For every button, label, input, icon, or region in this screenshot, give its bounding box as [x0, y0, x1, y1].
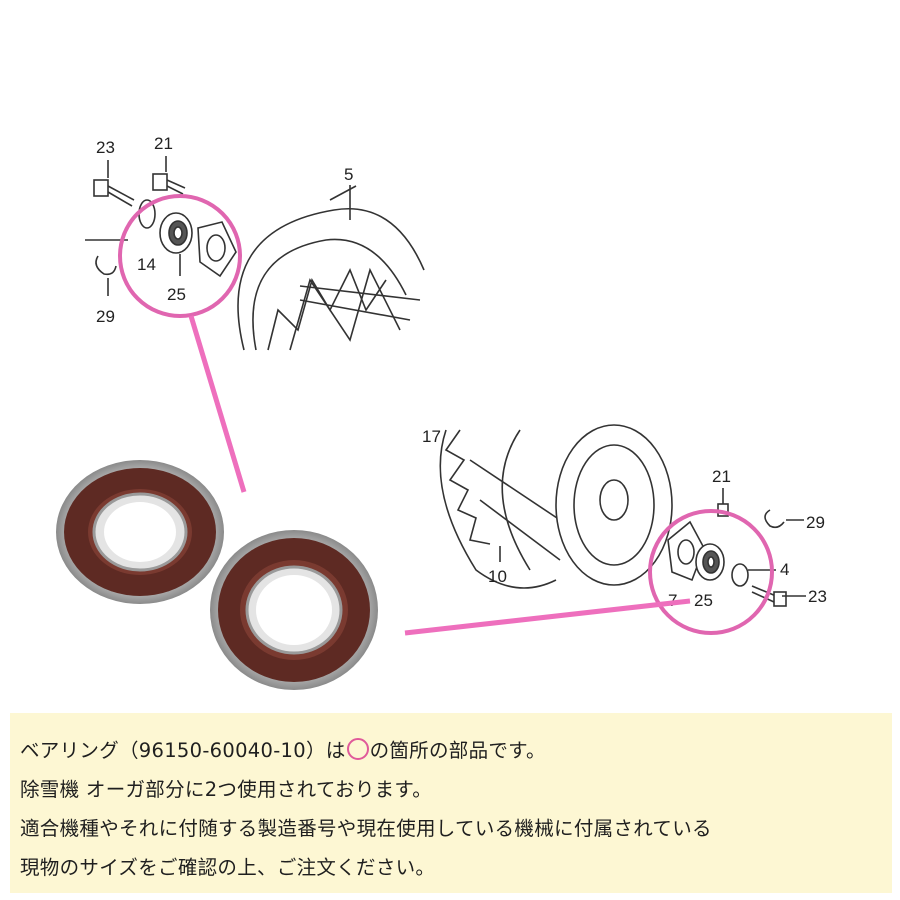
flange-plate-icon [197, 221, 237, 278]
top-diagram-labels: 23 21 5 14 25 29 [96, 134, 353, 326]
auger-10-icon [439, 424, 673, 589]
description-line-4: 現物のサイズをご確認の上、ご注文ください。 [20, 856, 436, 879]
label-21-right: 21 [712, 467, 731, 486]
label-23-top: 23 [96, 138, 115, 157]
clip-29-icon [95, 255, 117, 276]
description-line-3: 適合機種やそれに付随する製造番号や現在使用している機械に付属されている [20, 817, 712, 840]
label-29-right: 29 [806, 513, 825, 532]
label-4-right: 4 [780, 560, 789, 579]
description-line-2: 除雪機 オーガ部分に2つ使用されております。 [20, 778, 433, 801]
connector-line-top [188, 315, 247, 493]
circle-mark-icon [346, 738, 369, 760]
bolt-23-icon [93, 179, 135, 207]
label-29-top: 29 [96, 307, 115, 326]
flange-plate-right-icon [667, 520, 705, 582]
description-line-1: ベアリング（96150-60040-10）はの箇所の部品です。 [20, 731, 882, 770]
right-diagram-labels: 17 21 29 4 10 7 25 23 [422, 427, 827, 610]
label-10-right: 10 [488, 567, 507, 586]
highlight-circle-right [648, 509, 774, 635]
clip-29-right-icon [764, 509, 785, 529]
auger-5-icon [237, 185, 425, 351]
label-14-top: 14 [137, 255, 156, 274]
washer-4-icon [731, 563, 749, 587]
bearing-25-right-icon [695, 543, 725, 581]
bearing-photo-right [210, 530, 378, 690]
label-25-top: 25 [167, 285, 186, 304]
bearing-25-icon [159, 212, 193, 254]
label-17-right: 17 [422, 427, 441, 446]
bolt-21-icon [152, 173, 186, 195]
description-line-1-start: ベアリング（96150-60040-10）は [20, 739, 346, 762]
label-21-top: 21 [154, 134, 173, 153]
bearing-photo-left [56, 460, 224, 604]
highlight-circle-top [118, 194, 242, 318]
connector-line-right [404, 598, 691, 636]
description-line-1-end: の箇所の部品です。 [369, 739, 546, 762]
label-5-top: 5 [344, 165, 353, 184]
description-box: ベアリング（96150-60040-10）はの箇所の部品です。 除雪機 オーガ部… [10, 713, 892, 893]
right-exploded-diagram [439, 424, 806, 607]
label-25-right: 25 [694, 591, 713, 610]
label-23-right: 23 [808, 587, 827, 606]
top-exploded-diagram [85, 156, 425, 351]
